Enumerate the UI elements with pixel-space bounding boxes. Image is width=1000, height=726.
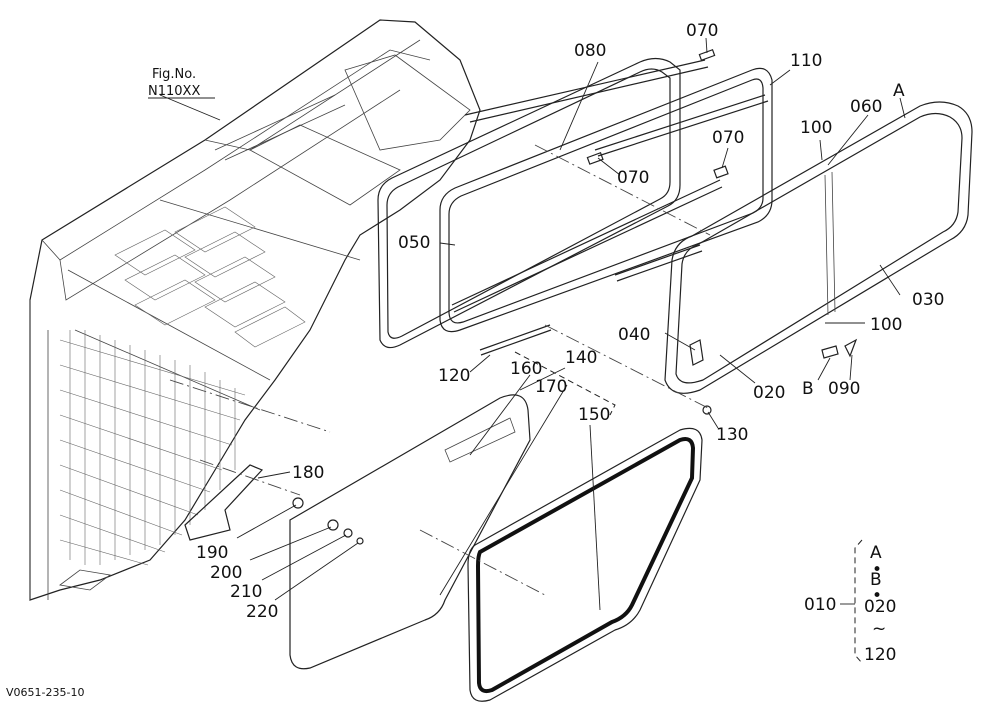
- part-180-bracket: [184, 464, 264, 541]
- fig-number: N110XX: [148, 84, 200, 99]
- floor-grid: [114, 206, 306, 348]
- legend-item-a: A: [870, 543, 882, 563]
- fig-label: Fig.No.: [152, 67, 196, 82]
- part-110-seal: [439, 67, 773, 333]
- callout-070-top: 070: [686, 21, 718, 41]
- callout-080: 080: [574, 41, 606, 61]
- drawing-code: V0651-235-10: [6, 686, 84, 699]
- legend-range-start: 020: [864, 597, 896, 617]
- leader-lines: [159, 37, 906, 611]
- part-050-rear-frame: [377, 57, 681, 349]
- cab-frame: [29, 19, 481, 601]
- callout-020: 020: [753, 383, 785, 403]
- callout-180: 180: [292, 463, 324, 483]
- callout-120: 120: [438, 366, 470, 386]
- part-150-seal: [467, 427, 703, 702]
- svg-text:•: •: [872, 560, 882, 580]
- side-mesh: [59, 330, 246, 566]
- part-090-latch: [821, 338, 858, 359]
- callout-070-right: 070: [712, 128, 744, 148]
- callout-210: 210: [230, 582, 262, 602]
- callout-200: 200: [210, 563, 242, 583]
- callout-150: 150: [578, 405, 610, 425]
- callout-090: 090: [828, 379, 860, 399]
- callout-110: 110: [790, 51, 822, 71]
- callout-060: 060: [850, 97, 882, 117]
- assembly-legend: 010 A • B • 020 ~ 120: [804, 539, 896, 665]
- callout-050: 050: [398, 233, 430, 253]
- callout-160: 160: [510, 359, 542, 379]
- callout-130: 130: [716, 425, 748, 445]
- legend-item-b: B: [870, 570, 882, 590]
- legend-range-symbol: ~: [872, 619, 886, 639]
- callout-a: A: [893, 81, 905, 101]
- part-210-washer: [343, 528, 353, 538]
- legend-assembly-number: 010: [804, 595, 836, 615]
- callout-220: 220: [246, 602, 278, 622]
- callout-140: 140: [565, 348, 597, 368]
- svg-text:•: •: [872, 586, 882, 606]
- callout-b: B: [802, 379, 814, 399]
- callout-040: 040: [618, 325, 650, 345]
- callout-070-center: 070: [617, 168, 649, 188]
- callout-190: 190: [196, 543, 228, 563]
- legend-range-end: 120: [864, 645, 896, 665]
- part-140-panel: [289, 394, 531, 670]
- callout-100-upper: 100: [800, 118, 832, 138]
- part-020-030-window: [664, 101, 973, 415]
- strips: [451, 49, 769, 356]
- callout-030: 030: [912, 290, 944, 310]
- part-200-washer: [327, 519, 339, 531]
- part-220-screw: [356, 537, 364, 545]
- part-190-nut: [292, 497, 304, 509]
- callout-100-lower: 100: [870, 315, 902, 335]
- callout-170: 170: [535, 377, 567, 397]
